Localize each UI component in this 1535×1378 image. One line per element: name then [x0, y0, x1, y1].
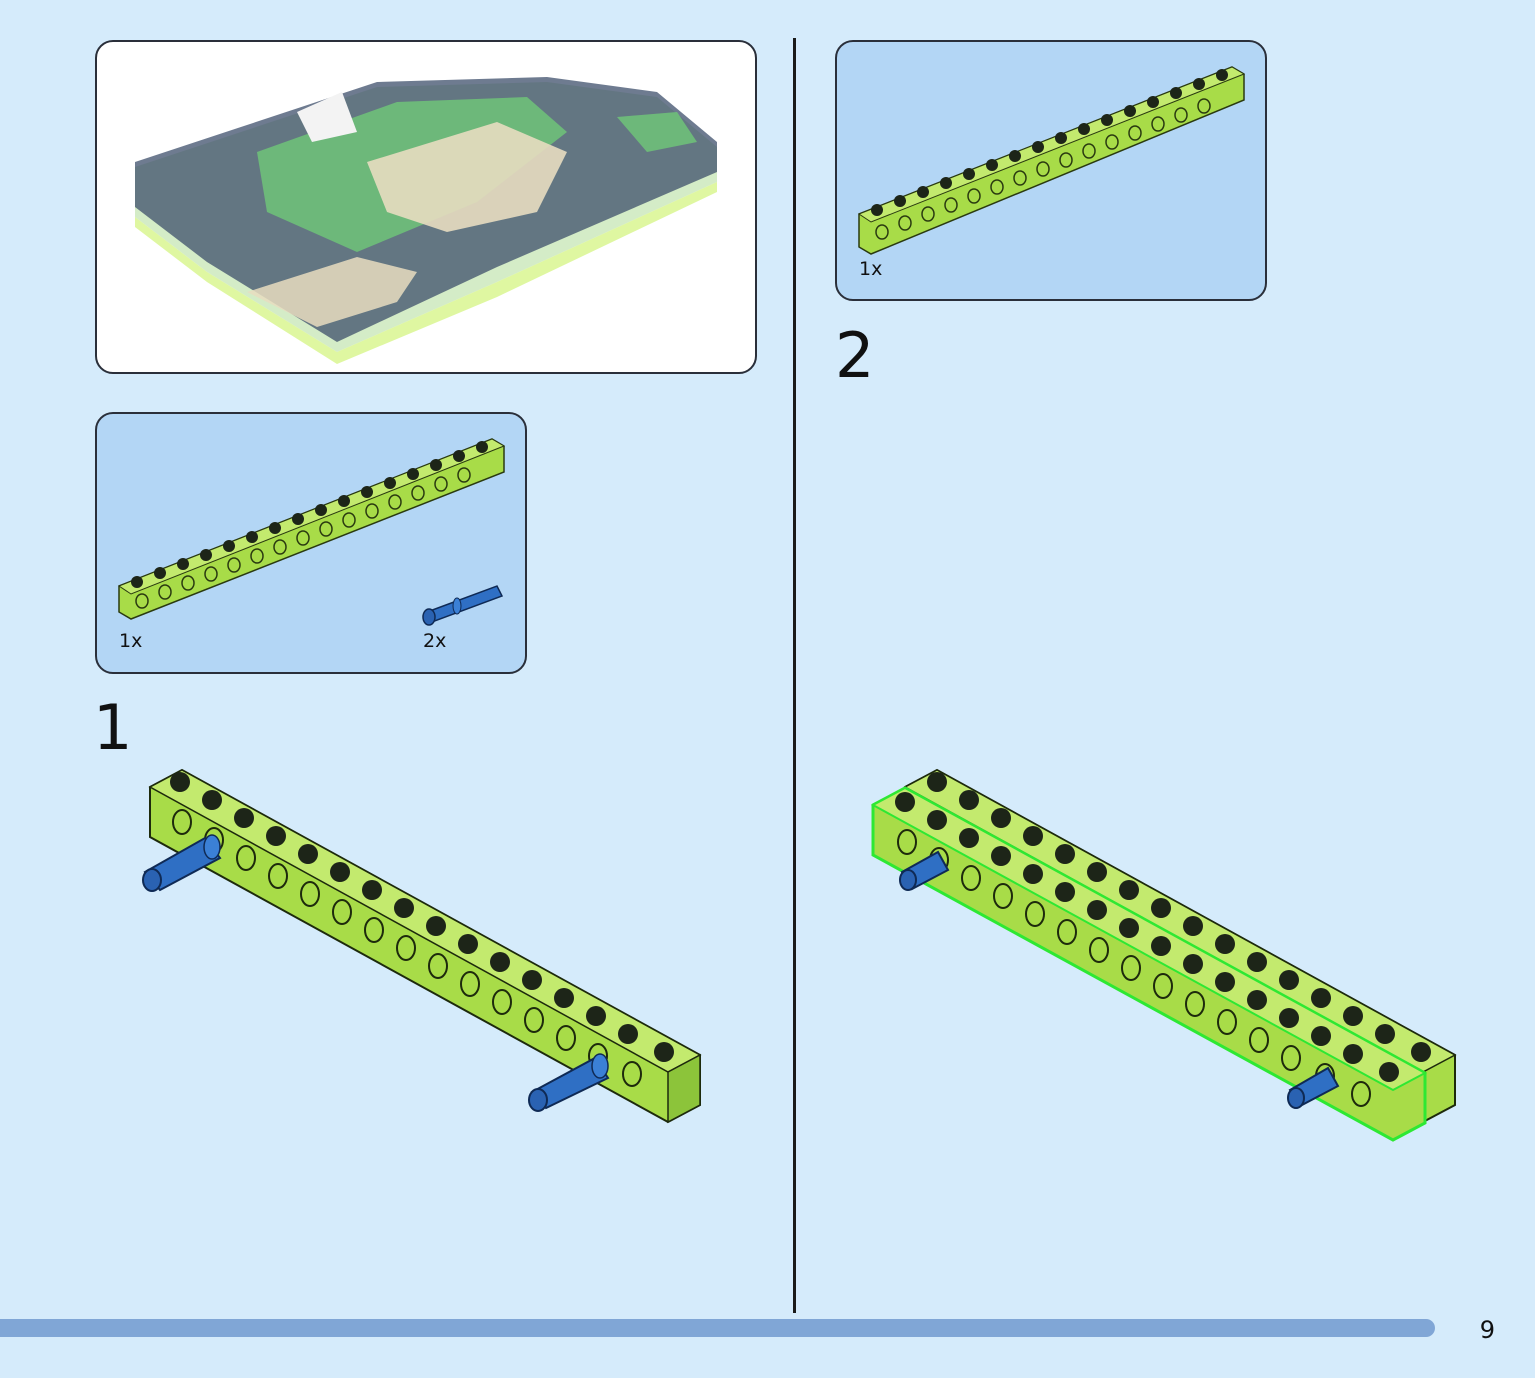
step-divider	[793, 38, 796, 1313]
step-2-part-1-quantity: 1x	[859, 258, 883, 280]
step-1-part-1-quantity: 1x	[119, 630, 143, 652]
model-preview-illustration	[135, 77, 717, 364]
step-2-parts-panel: 1x	[835, 40, 1267, 301]
lime-technic-beam-icon	[117, 438, 506, 620]
blue-connector-pin-icon	[422, 585, 504, 626]
model-preview-panel	[95, 40, 757, 374]
lime-technic-beam-icon	[857, 66, 1246, 255]
step-1-number: 1	[93, 691, 133, 764]
page-number: 9	[1479, 1316, 1495, 1344]
step-2-number: 2	[835, 319, 875, 392]
page-progress-bar	[0, 1319, 1435, 1337]
step-1-parts-panel: 1x 2x	[95, 412, 527, 674]
step-1-part-2-quantity: 2x	[423, 630, 447, 652]
